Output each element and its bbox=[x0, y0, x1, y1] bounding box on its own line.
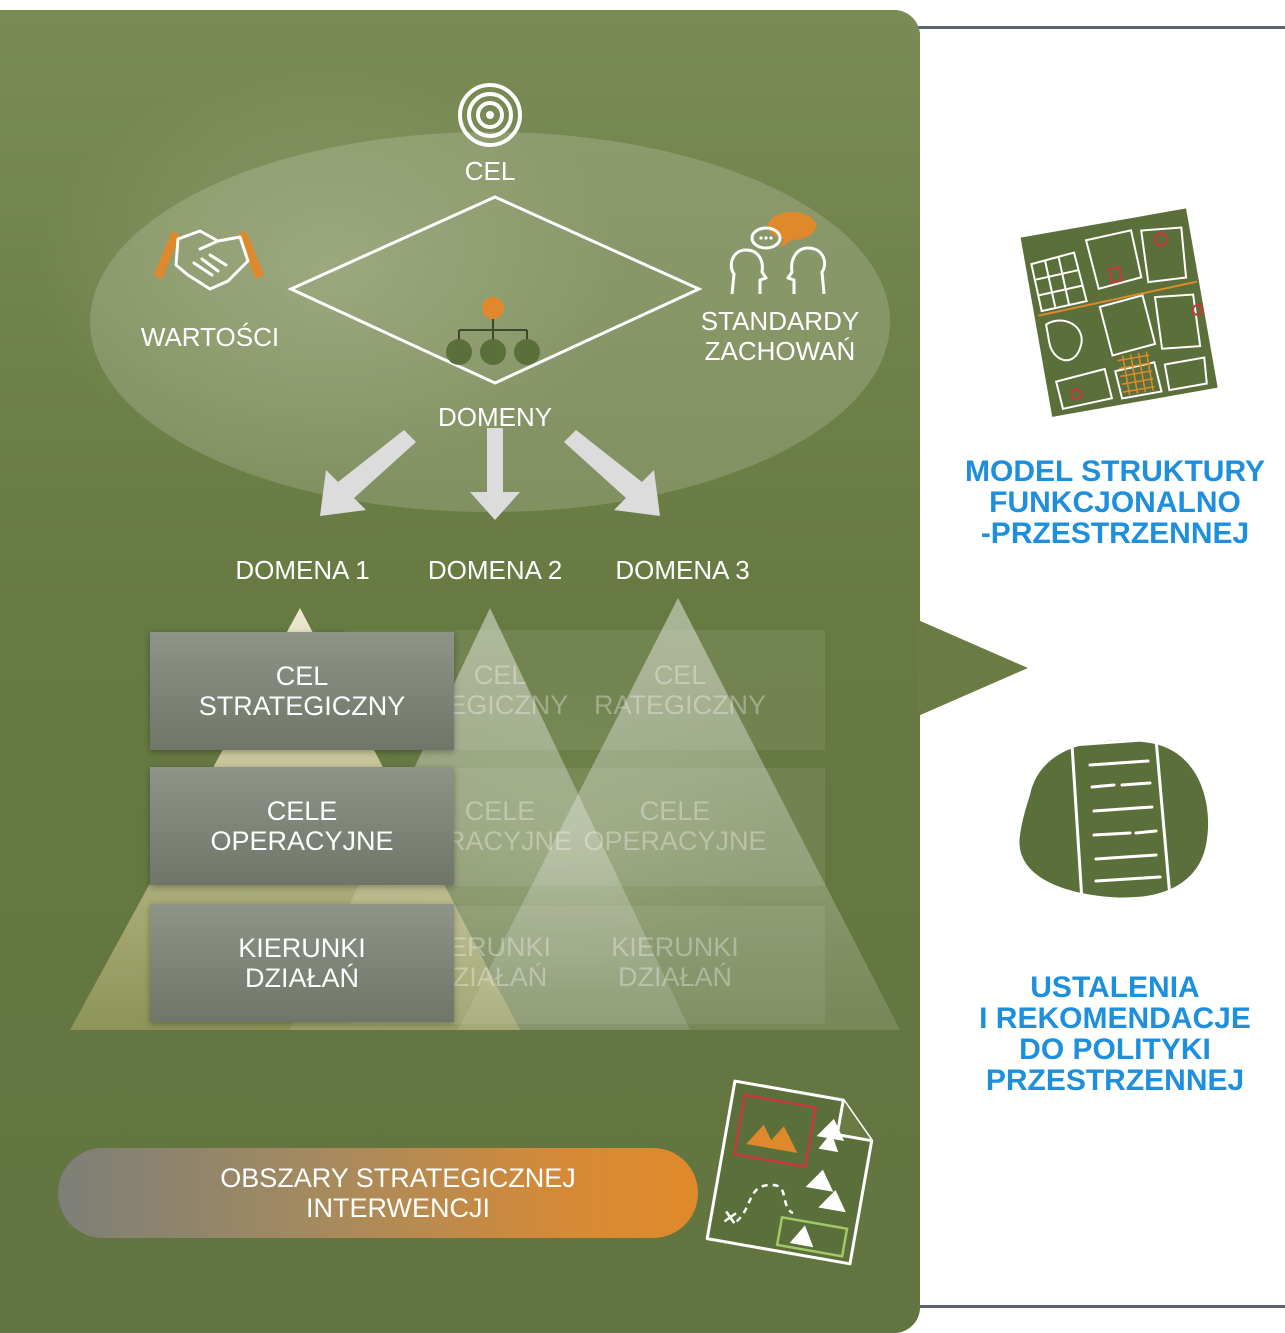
arrow-center bbox=[470, 428, 520, 520]
cel-label: CEL bbox=[464, 156, 516, 186]
strategy-panel: CEL WARTOŚCI STANDARDY ZACHOWAŃ DOMENY bbox=[0, 10, 920, 1333]
target-icon bbox=[458, 83, 522, 147]
cel-strategiczny-box: CEL STRATEGICZNY bbox=[150, 632, 454, 750]
domain-2-label: DOMENA 2 bbox=[427, 555, 563, 585]
cele-operacyjne-box: CELE OPERACYJNE bbox=[150, 767, 454, 885]
cel-strategiczny-label: CEL STRATEGICZNY bbox=[198, 661, 406, 721]
handshake-icon bbox=[153, 229, 265, 291]
domain-arrows bbox=[320, 428, 660, 520]
ustalenia-label: USTALENIA I REKOMENDACJE DO POLITYKI PRZ… bbox=[979, 971, 1251, 1097]
kierunki-dzialan-label: KIERUNKI DZIAŁAŃ bbox=[238, 933, 366, 993]
obszary-banner: OBSZARY STRATEGICZNEJ INTERWENCJI bbox=[58, 1148, 698, 1238]
domain-3-label: DOMENA 3 bbox=[615, 555, 750, 585]
ghost-d3-kierunki: KIERUNKI DZIAŁAŃ bbox=[611, 932, 739, 992]
kierunki-dzialan-box: KIERUNKI DZIAŁAŃ bbox=[150, 904, 454, 1022]
map-icon bbox=[1020, 208, 1218, 417]
domain-1-label: DOMENA 1 bbox=[235, 555, 370, 585]
document-icon bbox=[1019, 737, 1209, 903]
treasure-map-icon bbox=[705, 1079, 874, 1266]
cele-operacyjne-label: CELE OPERACYJNE bbox=[210, 796, 394, 856]
ghost-d2-cel: CEL TEGICZNY bbox=[431, 660, 569, 720]
hierarchy-icon bbox=[446, 297, 540, 365]
obszary-label: OBSZARY STRATEGICZNEJ INTERWENCJI bbox=[220, 1163, 576, 1223]
ghost-d3-cele: CELE OPERACYJNE bbox=[583, 796, 767, 856]
standardy-label: STANDARDY ZACHOWAŃ bbox=[700, 306, 860, 366]
wartosci-label: WARTOŚCI bbox=[140, 322, 280, 352]
ghost-d3-cel: CEL RATEGICZNY bbox=[593, 660, 766, 720]
model-struktury-label: MODEL STRUKTURY FUNKCJONALNO -PRZESTRZEN… bbox=[965, 455, 1265, 550]
arrow-left bbox=[320, 430, 416, 516]
ghost-d2-kierunki: ERUNKI ZIAŁAŃ bbox=[448, 932, 551, 992]
diamond-shape bbox=[287, 195, 703, 385]
domeny-label: DOMENY bbox=[437, 402, 553, 432]
dialogue-icon bbox=[729, 212, 827, 295]
panel-pointer bbox=[918, 620, 1028, 716]
arrow-right bbox=[564, 430, 660, 516]
